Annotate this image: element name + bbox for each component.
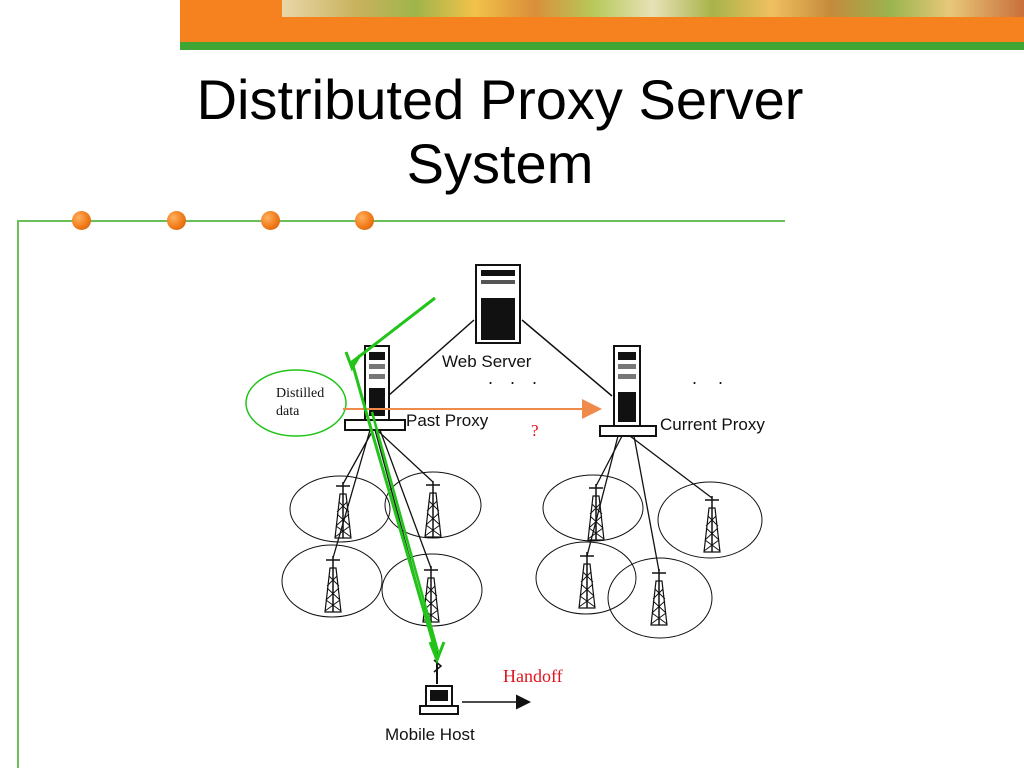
title-line-1: Distributed Proxy Server: [196, 68, 804, 131]
mobile-host-icon: [419, 652, 459, 715]
title-line-2: System: [406, 132, 594, 195]
horizontal-divider: [17, 220, 785, 222]
past-proxy-links: [332, 429, 438, 659]
web-server-label: Web Server: [442, 352, 532, 371]
vertical-divider: [17, 220, 19, 768]
link-web-to-past: [387, 319, 475, 397]
bullet-dot: [261, 211, 280, 230]
ellipsis-right: . .: [692, 368, 731, 388]
header-banner: [180, 0, 1024, 50]
ellipsis-left: . . .: [488, 368, 543, 388]
bullet-dot: [72, 211, 91, 230]
past-proxy-label: Past Proxy: [406, 411, 489, 430]
past-proxy-cells: [281, 471, 483, 627]
distilled-data-bubble: [245, 369, 347, 437]
mobile-host-label: Mobile Host: [385, 725, 475, 744]
response-path: [370, 411, 440, 653]
cell-tower-icon: [324, 555, 342, 613]
bullet-dot: [355, 211, 374, 230]
cell-tower-icon: [578, 551, 596, 609]
current-proxy-cells: [535, 474, 763, 639]
cell-tower-icon: [334, 481, 352, 539]
cell-tower-icon: [587, 483, 605, 541]
distilled-data-line1: Distilled: [276, 386, 324, 401]
cell-tower-icon: [703, 495, 721, 553]
link-web-to-current: [521, 319, 613, 397]
current-proxy-label: Current Proxy: [660, 415, 765, 434]
question-mark: ?: [531, 421, 539, 440]
current-proxy-icon: [599, 345, 657, 437]
banner-photo-strip: [282, 0, 1024, 17]
current-proxy-links: [586, 435, 713, 572]
cell-tower-icon: [424, 480, 442, 538]
distilled-data-line2: data: [276, 404, 300, 419]
slide-title: Distributed Proxy Server System: [100, 68, 900, 196]
web-server-icon: [475, 264, 521, 344]
request-path-arrowhead: [344, 351, 362, 372]
cell-tower-icon: [650, 568, 668, 626]
response-path-arrowhead: [428, 641, 446, 665]
handoff-label: Handoff: [503, 666, 563, 686]
banner-green-bar: [180, 42, 1024, 50]
bullet-dot: [167, 211, 186, 230]
request-path: [350, 296, 439, 657]
